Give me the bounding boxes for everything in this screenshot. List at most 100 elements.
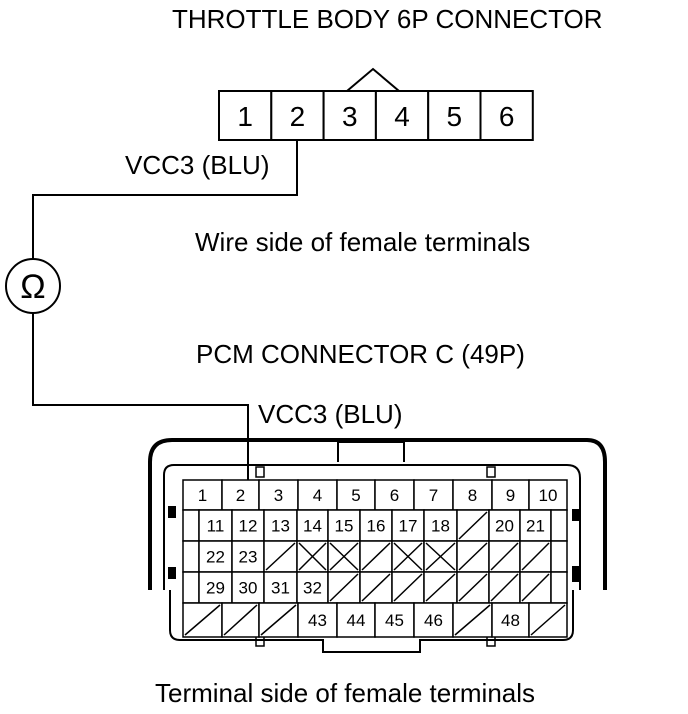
unused-terminal-mark (184, 604, 221, 636)
pcm-terminal-number: 20 (495, 517, 514, 536)
throttle-pin-number: 4 (394, 101, 410, 132)
lock-mark (572, 566, 581, 582)
pcm-terminal-cell (374, 479, 415, 511)
pcm-terminal-number: 22 (206, 548, 225, 567)
throttle-pin-number: 1 (237, 101, 253, 132)
throttle-pin-cell (322, 90, 377, 141)
pcm-terminal-number: 43 (308, 611, 327, 630)
pcm-terminal-number: 10 (539, 486, 558, 505)
pcm-terminal-number: 9 (506, 486, 515, 505)
unused-terminal-mark (265, 542, 296, 571)
pcm-terminal-number: 17 (399, 517, 418, 536)
pcm-terminal-cell (182, 571, 200, 604)
pcm-terminal-cell (550, 540, 568, 573)
throttle-view-note: Wire side of female terminals (195, 227, 530, 257)
unused-terminal-mark (393, 573, 423, 602)
pcm-terminal-number: 32 (303, 579, 322, 598)
unused-terminal-mark (521, 573, 550, 602)
wire-to-pcm-pin-2 (32, 313, 249, 483)
pcm-terminal-cell (374, 602, 415, 638)
unused-terminal-mark (260, 604, 297, 636)
pcm-terminal-number: 13 (271, 517, 290, 536)
pcm-terminal-cell (550, 571, 568, 604)
housing-tab (255, 466, 265, 478)
throttle-pin-number: 6 (499, 101, 515, 132)
pcm-terminal-cell (263, 509, 298, 542)
unused-terminal-mark (458, 573, 488, 602)
throttle-pin-number: 2 (290, 101, 306, 132)
pcm-terminal-number: 11 (207, 517, 225, 536)
throttle-wire-label: VCC3 (BLU) (125, 150, 269, 180)
pcm-terminal-number: 6 (390, 486, 399, 505)
lock-mark (572, 509, 581, 521)
pcm-terminal-number: 31 (271, 579, 290, 598)
unused-terminal-mark (329, 542, 359, 571)
unused-terminal-mark (361, 573, 391, 602)
unused-terminal-mark (425, 573, 456, 602)
pcm-terminal-cell (182, 540, 200, 573)
housing-outer (148, 438, 607, 590)
unused-terminal-mark (521, 542, 550, 571)
ohmmeter-icon (5, 258, 61, 314)
connector-latch (346, 67, 400, 92)
pcm-terminal-cell (550, 509, 568, 542)
throttle-pin-cell (427, 90, 482, 141)
pcm-terminal-cell (198, 509, 233, 542)
housing-tab (486, 466, 496, 478)
pcm-terminal-number: 30 (239, 579, 258, 598)
pcm-terminal-number: 7 (429, 486, 438, 505)
pcm-terminal-number: 8 (468, 486, 477, 505)
pcm-terminal-number: 29 (206, 579, 225, 598)
pcm-terminal-number: 4 (313, 486, 322, 505)
unused-terminal-mark (425, 542, 456, 571)
lock-mark (168, 506, 176, 518)
pcm-terminal-number: 2 (236, 486, 245, 505)
pcm-terminal-cell (296, 571, 329, 604)
pcm-terminal-cell (297, 602, 338, 638)
unused-terminal-mark (223, 604, 258, 636)
test-circuit (5, 140, 298, 483)
housing-top-key (337, 441, 405, 462)
pcm-view-note: Terminal side of female terminals (155, 678, 535, 708)
unused-terminal-mark (298, 542, 327, 571)
pcm-terminal-number: 16 (367, 517, 386, 536)
pcm-terminal-number: 12 (239, 517, 258, 536)
unused-terminal-mark (458, 542, 488, 571)
housing-inner (163, 464, 581, 590)
pcm-terminal-number: 23 (239, 548, 258, 567)
housing-bottom (169, 590, 574, 653)
pcm-terminal-cell (327, 509, 361, 542)
housing-lock-marks (168, 506, 581, 582)
unused-terminal-mark (490, 573, 519, 602)
pcm-terminal-cell (336, 479, 376, 511)
pcm-terminal-number: 14 (303, 517, 322, 536)
pcm-terminal-number: 46 (424, 611, 443, 630)
pcm-terminal-cell (182, 509, 200, 542)
pcm-terminal-number: 48 (501, 611, 520, 630)
pcm-terminal-cell (452, 479, 493, 511)
pcm-wire-label: VCC3 (BLU) (258, 399, 402, 429)
throttle-pin-number: 3 (342, 101, 358, 132)
unused-terminal-mark (490, 542, 519, 571)
pcm-terminal-number: 5 (351, 486, 360, 505)
throttle-pin-cell (479, 90, 534, 141)
pcm-terminal-number: 45 (385, 611, 404, 630)
pcm-terminal-number: 15 (335, 517, 354, 536)
unused-terminal-mark (361, 542, 391, 571)
pcm-terminal-number: 1 (198, 486, 207, 505)
pcm-terminal-cell (391, 509, 425, 542)
unused-terminal-mark (458, 511, 488, 540)
ohm-symbol: Ω (20, 268, 45, 306)
throttle-pin-number: 5 (447, 101, 463, 132)
throttle-pin-cell (218, 90, 273, 141)
throttle-pin-row: 1 2 3 4 5 6 (218, 90, 534, 141)
pcm-terminal-number: 21 (526, 517, 545, 536)
lock-mark (168, 567, 176, 579)
wire-to-throttle-pin-2 (32, 140, 298, 259)
unused-terminal-mark (329, 573, 359, 602)
pcm-connector-title: PCM CONNECTOR C (49P) (196, 339, 525, 369)
unused-terminal-mark (454, 604, 491, 636)
